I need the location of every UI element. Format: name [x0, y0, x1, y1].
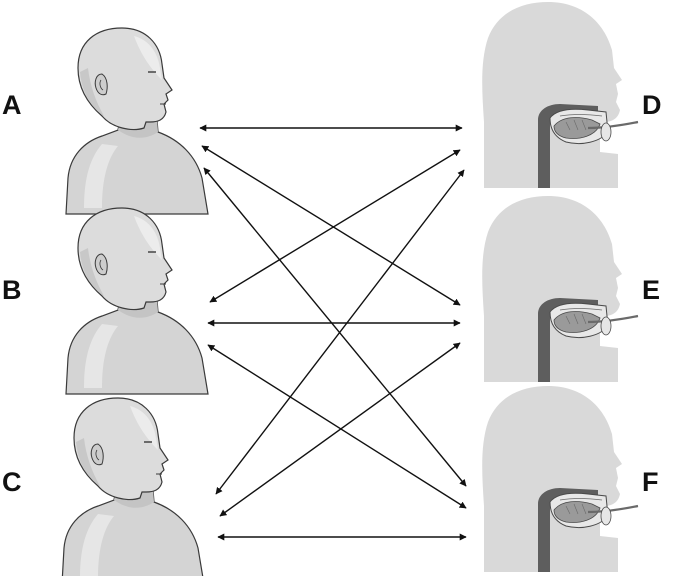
upright-head-c	[61, 397, 205, 576]
label-c: C	[2, 467, 22, 497]
upright-head-b	[65, 207, 209, 395]
airway-head-e	[481, 194, 640, 384]
label-f: F	[642, 467, 659, 497]
label-e: E	[642, 275, 660, 305]
arrow-c-d	[215, 169, 465, 495]
label-d: D	[642, 90, 662, 120]
arrow-a-f	[203, 167, 467, 487]
label-b: B	[2, 275, 22, 305]
label-a: A	[2, 90, 22, 120]
arrow-b-d	[209, 149, 461, 303]
arrow-b-f	[207, 344, 467, 509]
airway-head-f	[481, 384, 640, 574]
airway-head-d	[481, 0, 640, 190]
arrow-c-e	[219, 342, 461, 517]
upright-head-a	[65, 27, 209, 215]
